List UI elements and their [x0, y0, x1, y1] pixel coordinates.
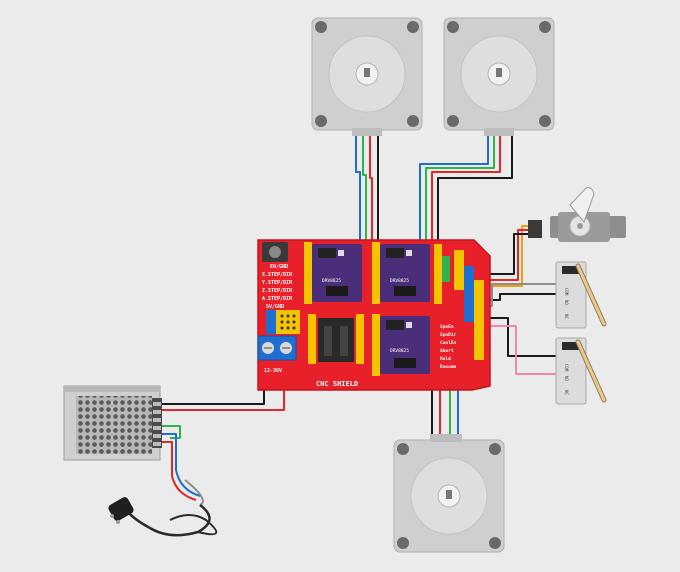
driver-chip-label: DRV8825 [390, 348, 409, 354]
stepper-driver-x: DRV8825 [304, 242, 362, 304]
driver-socket-z [308, 314, 364, 364]
stepper-motor-bottom [393, 434, 505, 553]
stepper-motor-icon [443, 17, 555, 136]
switch-terminal-label: COM [564, 364, 569, 372]
silk-label: Y.STEP/DIR [262, 280, 293, 286]
wire-pink [478, 325, 556, 375]
limit-switch-2: COM NO NC [555, 337, 607, 405]
wire-green [362, 130, 367, 258]
silk-label: CoolEn [440, 340, 457, 346]
header-block [434, 244, 442, 304]
power-terminal [257, 335, 297, 361]
wire-grey [184, 479, 204, 506]
silk-label: SpnEn [440, 324, 454, 330]
wire-red [431, 130, 501, 262]
switch-terminal-label: NC [564, 390, 569, 395]
limit-switch-icon [555, 337, 607, 405]
power-label: 12-36V [264, 368, 282, 374]
wire-red [160, 441, 197, 501]
side-labels: SpnEn SpnDir CoolEn Abort Hold Resume [440, 324, 457, 370]
wire-green [425, 130, 495, 262]
stepper-driver-y: DRV8825 [372, 242, 430, 304]
silk-label: Abort [440, 348, 454, 354]
servo-motor [528, 187, 626, 242]
wire-red [369, 130, 373, 258]
wire-black [160, 350, 265, 405]
header-block [442, 256, 450, 282]
silk-label: A.STEP/DIR [262, 296, 293, 302]
header-block [454, 250, 464, 290]
switch-terminal-label: NO [564, 300, 569, 305]
wire-blue [355, 130, 361, 258]
silk-label: Resume [440, 364, 457, 370]
driver-chip-label: DRV8825 [322, 278, 341, 284]
silkscreen-labels: EN/GND X.STEP/DIR Y.STEP/DIR Z.STEP/DIR … [262, 264, 293, 310]
power-plug [108, 497, 218, 537]
wire-black [478, 317, 556, 357]
silk-label: Z.STEP/DIR [262, 288, 293, 294]
cnc-shield: EN/GND X.STEP/DIR Y.STEP/DIR Z.STEP/DIR … [257, 239, 491, 391]
wire-blue [419, 130, 489, 262]
switch-terminal-label: NC [564, 314, 569, 319]
switch-terminal-label: NO [564, 376, 569, 381]
power-supply [63, 385, 162, 461]
wire-black [437, 130, 513, 262]
header-block [266, 310, 276, 334]
silk-label: Hold [440, 356, 451, 362]
silk-label: 5V/GND [266, 304, 284, 310]
silk-label: EN/GND [270, 264, 288, 270]
power-plug-icon [108, 497, 218, 537]
servo-motor-icon [528, 187, 626, 242]
header-block [464, 266, 474, 322]
stepper-motor-icon [393, 434, 505, 553]
wire-blue [160, 433, 201, 497]
stepper-motor-top-right [443, 17, 555, 136]
limit-switch-icon [555, 261, 607, 329]
switch-terminal-label: COM [564, 288, 569, 296]
stepper-driver-a: DRV8825 [372, 314, 430, 376]
stepper-motor-icon [311, 17, 423, 136]
silk-label: X.STEP/DIR [262, 272, 293, 278]
wire-black [474, 233, 540, 275]
wires [160, 130, 556, 506]
limit-switch-1: COM NO NC [555, 261, 607, 329]
header-block [474, 280, 484, 360]
power-supply-icon [63, 385, 162, 461]
driver-chip-label: DRV8825 [390, 278, 409, 284]
stepper-motor-top-left [311, 17, 423, 136]
board-title: CNC SHIELD [316, 380, 358, 388]
silk-label: SpnDir [440, 332, 457, 338]
